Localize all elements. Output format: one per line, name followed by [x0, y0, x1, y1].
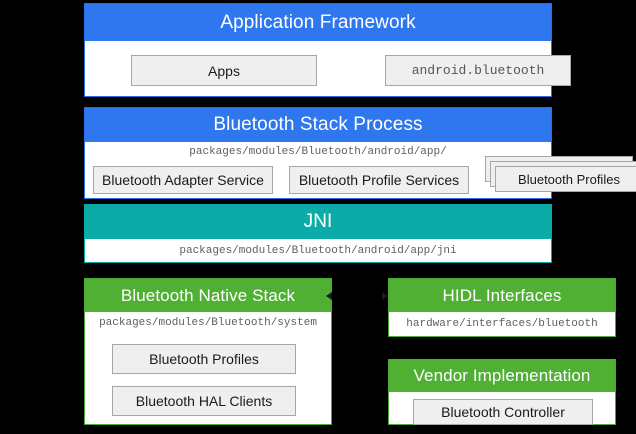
box-bluetooth-profile-services[interactable]: Bluetooth Profile Services — [289, 166, 469, 194]
box-apps[interactable]: Apps — [131, 55, 317, 86]
box-bluetooth-controller[interactable]: Bluetooth Controller — [413, 399, 593, 425]
layer-header-bluetooth-stack-process: Bluetooth Stack Process — [85, 108, 551, 142]
path-caption-bluetooth-stack-process: packages/modules/Bluetooth/android/app/ — [85, 142, 551, 162]
arrow-head-left — [326, 292, 332, 300]
layer-header-vendor-implementation: Vendor Implementation — [389, 360, 615, 392]
stack-card-front[interactable]: Bluetooth Profiles — [495, 166, 636, 192]
path-caption-hidl-interfaces: hardware/interfaces/bluetooth — [389, 312, 615, 336]
layer-header-application-framework: Application Framework — [85, 4, 551, 41]
layer-bluetooth-native-stack: Bluetooth Native Stack packages/modules/… — [84, 278, 332, 425]
layer-application-framework: Application Framework Apps android.bluet… — [84, 3, 571, 97]
path-caption-bluetooth-native-stack: packages/modules/Bluetooth/system — [85, 312, 331, 334]
layer-hidl-interfaces: HIDL Interfaces hardware/interfaces/blue… — [388, 278, 616, 337]
layer-header-jni: JNI — [85, 205, 551, 239]
box-bluetooth-profiles-native[interactable]: Bluetooth Profiles — [112, 344, 296, 374]
box-bluetooth-hal-clients[interactable]: Bluetooth HAL Clients — [112, 386, 296, 416]
arrow-head-right — [382, 292, 388, 300]
layer-header-bluetooth-native-stack: Bluetooth Native Stack — [85, 279, 331, 312]
layer-header-hidl-interfaces: HIDL Interfaces — [389, 279, 615, 312]
layer-vendor-implementation: Vendor Implementation Bluetooth Controll… — [388, 359, 616, 425]
box-android-bluetooth[interactable]: android.bluetooth — [385, 55, 571, 86]
box-bluetooth-adapter-service[interactable]: Bluetooth Adapter Service — [93, 166, 273, 194]
box-bluetooth-profiles-stack[interactable]: Bluetooth Profiles — [485, 156, 636, 200]
connector-native-stack-to-hidl — [332, 296, 388, 297]
layer-bluetooth-stack-process: Bluetooth Stack Process packages/modules… — [84, 107, 636, 200]
path-caption-jni: packages/modules/Bluetooth/android/app/j… — [85, 239, 551, 262]
layer-jni: JNI packages/modules/Bluetooth/android/a… — [84, 204, 552, 263]
